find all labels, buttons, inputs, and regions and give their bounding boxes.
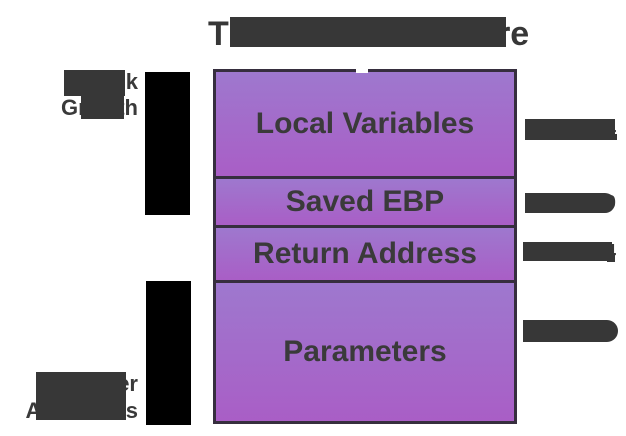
glyph-fragment [607,255,615,262]
stack-row-label: Return Address [253,237,477,270]
redaction-bar [81,96,124,119]
stack-growth-arrow-redacted [145,72,190,215]
top-border-notch [356,68,368,73]
stack-row-label: Parameters [283,335,447,368]
glyph-fragment [610,134,617,140]
stack-row-parameters: Parameters [216,283,514,421]
redaction-bar [523,242,612,261]
redaction-bar [36,372,126,420]
redaction-bar [525,193,615,213]
higher-addresses-arrow-redacted [146,281,191,425]
stack-row-local-variables: Local Variables [216,72,514,179]
redaction-bar [64,70,125,96]
title-redaction-bar [230,17,506,47]
stack-row-label: Local Variables [255,107,475,140]
stack-row-saved-ebp: Saved EBP [216,179,514,228]
redaction-bar [523,320,607,342]
glyph-fragment [596,320,618,342]
stack-row-label: Saved EBP [285,185,445,218]
redaction-bar [525,119,615,140]
stack-box: Local Variables Saved EBP Return Address… [213,69,517,424]
stack-row-return-address: Return Address [216,228,514,283]
